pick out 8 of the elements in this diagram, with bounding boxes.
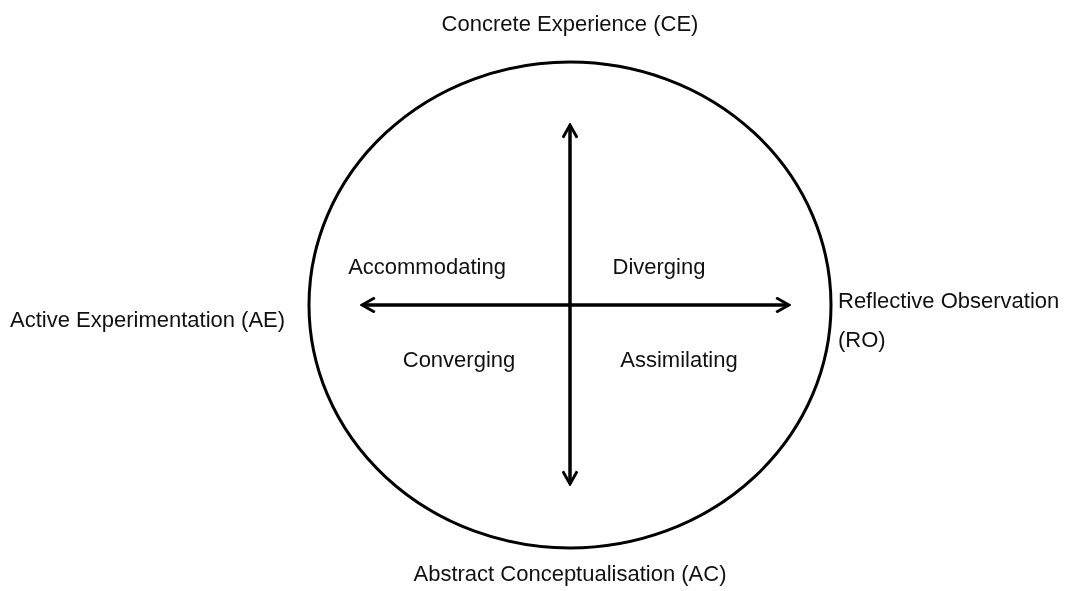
- pole-label: Active Experimentation (AE): [10, 305, 287, 334]
- quadrant-label: Converging: [402, 347, 516, 373]
- quadrant-label: Assimilating: [620, 347, 738, 373]
- pole-label: Abstract Conceptualisation (AC): [413, 561, 727, 587]
- pole-label: Reflective Observation (RO): [838, 286, 1061, 354]
- quadrant-label: Accommodating: [348, 254, 506, 280]
- pole-label: Concrete Experience (CE): [441, 11, 699, 37]
- quadrant-label: Diverging: [612, 254, 706, 280]
